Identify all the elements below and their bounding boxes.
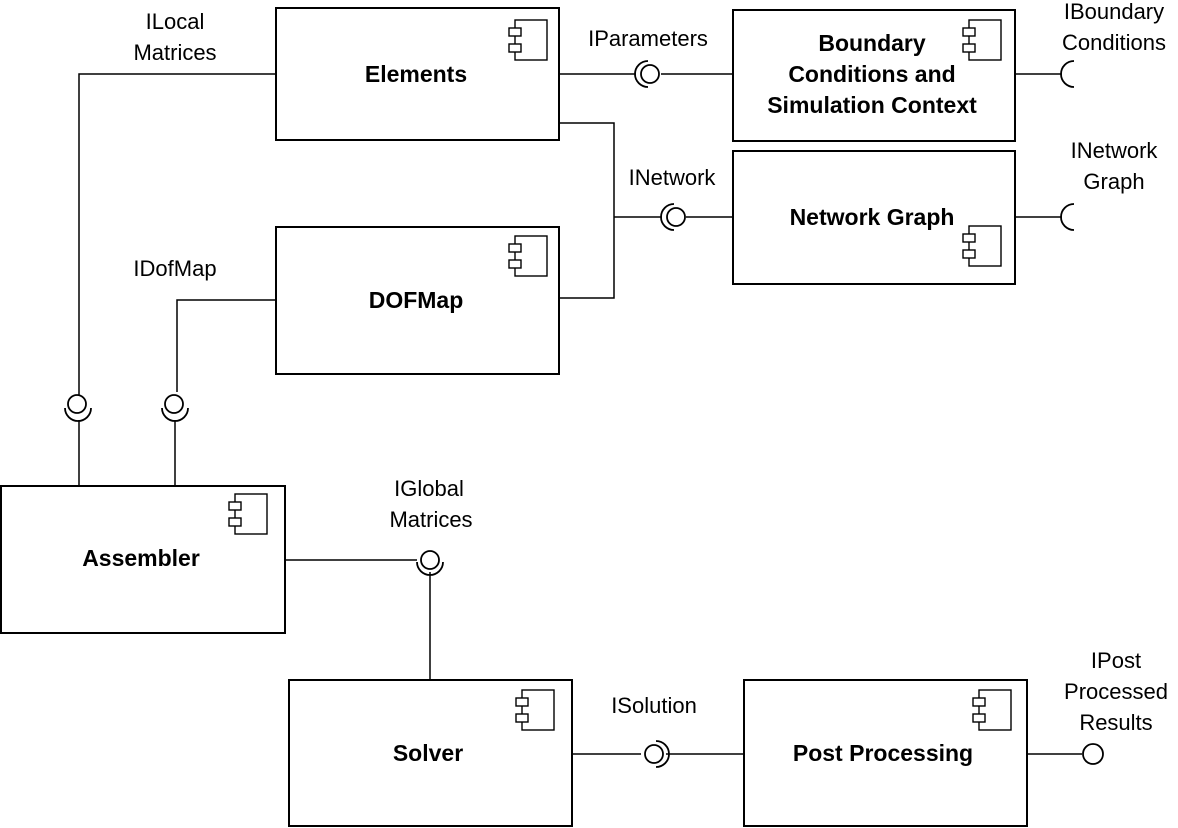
component-title: Elements [365,61,467,87]
lollipop-ball-icon [666,207,686,227]
label-boundary-conditions-line-1: IBoundary [1064,0,1164,24]
component-dofmap[interactable]: DOFMap [275,226,560,375]
component-title-line-3: Simulation Context [767,92,977,118]
lollipop-ball-icon [420,550,440,570]
component-icon [962,225,1002,267]
socket-arc-icon [1060,60,1075,88]
component-icon [508,235,548,277]
component-icon [962,19,1002,61]
component-title: Solver [393,740,463,766]
component-title-line-1: Boundary [818,30,926,56]
label-global-matrices-line-1: IGlobal [394,476,464,501]
component-boundary-conditions[interactable]: Boundary Conditions and Simulation Conte… [732,9,1016,142]
label-local-matrices-line-1: ILocal [146,9,205,34]
lollipop-ball-icon [67,394,87,414]
label-solution: ISolution [611,693,697,718]
label-network-graph-line-2: Graph [1083,169,1144,194]
component-icon [508,19,548,61]
wire-network [559,122,615,299]
socket-arc-icon [64,407,92,422]
connectors [78,73,1082,755]
lollipop-ball-icon [640,64,660,84]
label-post-results-line-3: Results [1079,710,1152,735]
component-title-line-2: Conditions and [788,61,955,87]
interface-symbols [64,60,1104,768]
lollipop-ball-icon [1082,743,1104,765]
label-boundary-conditions-line-2: Conditions [1062,30,1166,55]
component-elements[interactable]: Elements [275,7,560,141]
lollipop-ball-icon [164,394,184,414]
wire-local-matrices [78,73,276,398]
socket-arc-icon [660,203,675,231]
socket-arc-icon [161,407,189,422]
label-parameters: IParameters [588,26,708,51]
label-dofmap: IDofMap [133,256,216,281]
socket-arc-icon [1060,203,1075,231]
socket-arc-icon [655,740,670,768]
label-local-matrices-line-2: Matrices [133,40,216,65]
label-global-matrices-line-2: Matrices [389,507,472,532]
component-network-graph[interactable]: Network Graph [732,150,1016,285]
component-assembler[interactable]: Assembler [0,485,286,634]
component-title: Network Graph [790,204,955,230]
component-solver[interactable]: Solver [288,679,573,827]
label-network: INetwork [629,165,717,190]
component-icon [228,493,268,535]
component-icon [515,689,555,731]
component-icon [972,689,1012,731]
lollipop-ball-icon [644,744,664,764]
socket-arc-icon [634,60,649,88]
label-post-results-line-1: IPost [1091,648,1141,673]
component-title: DOFMap [369,287,464,313]
component-post-processing[interactable]: Post Processing [743,679,1028,827]
interface-labels: ILocal Matrices IParameters IBoundary Co… [133,0,1168,735]
component-title: Assembler [82,545,200,571]
socket-arc-icon [416,561,444,576]
label-network-graph-line-1: INetwork [1071,138,1159,163]
wire-dofmap [176,299,276,392]
component-title: Post Processing [793,740,973,766]
label-post-results-line-2: Processed [1064,679,1168,704]
